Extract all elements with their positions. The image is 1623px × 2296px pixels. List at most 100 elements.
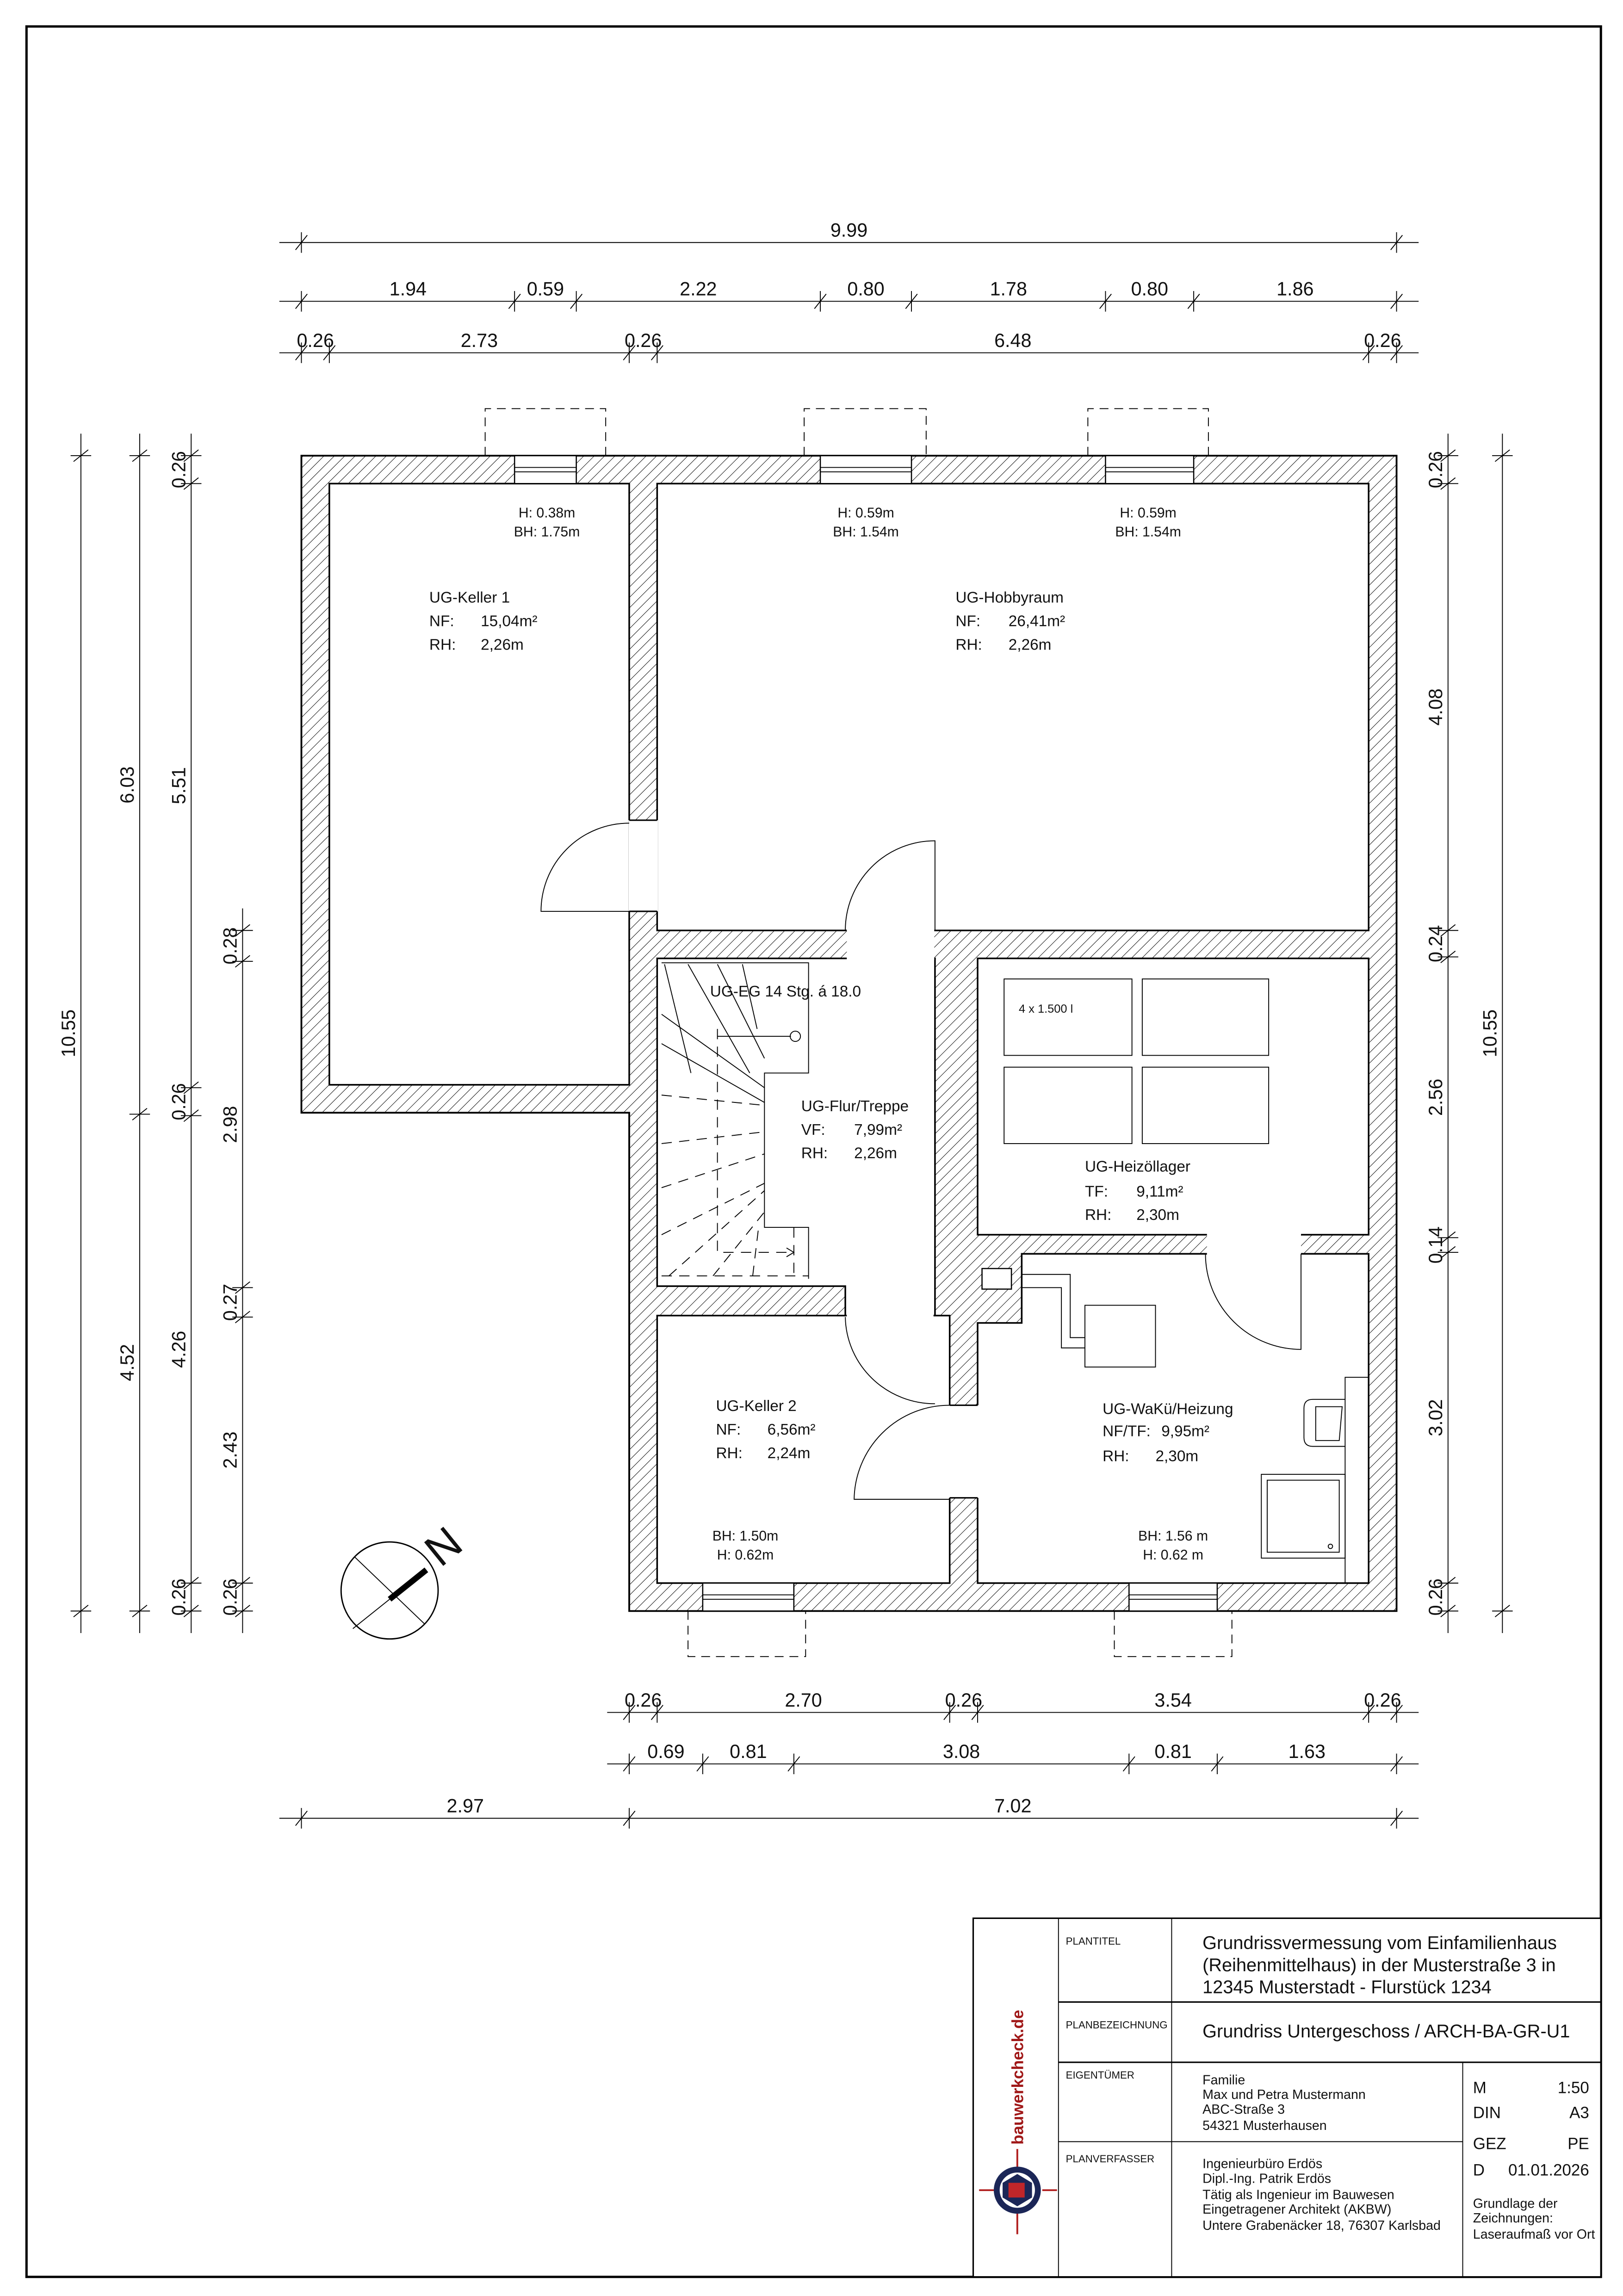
dimension-tick — [235, 924, 250, 937]
dimension-label: 0.69 — [647, 1741, 684, 1762]
door-heizoellager[interactable] — [1205, 1254, 1302, 1350]
room-label-keller-1: UG-Keller 1 NF: 15,04m² RH: 2,26m — [429, 589, 538, 654]
window-keller-2 — [688, 1582, 806, 1657]
utility-fixtures — [981, 1268, 1369, 1584]
dimension-chain: 2.97 7.02 — [279, 1795, 1419, 1829]
author-line: Dipl.-Ing. Patrik Erdös — [1202, 2171, 1331, 2186]
dimension-tick — [623, 1810, 636, 1826]
room-name: UG-Keller 1 — [429, 589, 510, 606]
area-label: VF: — [801, 1121, 825, 1139]
basis-line: Zeichnungen: — [1473, 2211, 1553, 2226]
author-line: Ingenieurbüro Erdös — [1202, 2157, 1322, 2172]
area-label: NF: — [429, 613, 454, 630]
dimension-tick — [1099, 293, 1112, 309]
area-value: 15,04m² — [481, 613, 537, 630]
dimension-tick — [1440, 477, 1456, 490]
dimension-label: 0.26 — [1364, 1690, 1401, 1711]
washbasin — [1303, 1399, 1345, 1447]
height-label: RH: — [429, 636, 456, 653]
meta-key: DIN — [1473, 2104, 1501, 2122]
dimension-chain: 10.55 — [1480, 433, 1513, 1634]
oil-tanks: 4 x 1.500 l — [1004, 978, 1270, 1144]
dimension-tick — [132, 449, 148, 462]
door-hobbyraum[interactable] — [845, 840, 935, 931]
dimension-label: 7.02 — [994, 1795, 1031, 1817]
boiler — [1084, 1305, 1156, 1368]
dimension-label: 2.97 — [447, 1795, 484, 1817]
dimension-label: 6.48 — [994, 330, 1031, 351]
door-keller-1[interactable] — [540, 823, 630, 912]
dimension-label: 4.08 — [1425, 688, 1446, 725]
room-keller-1 — [328, 483, 630, 1086]
dimension-label: 4.52 — [117, 1344, 138, 1381]
dimension-label: 0.26 — [1425, 451, 1446, 488]
stair-caption: UG-EG 14 Stg. á 18.0 — [710, 983, 861, 1000]
height-value: 2,26m — [1009, 636, 1052, 653]
staircase — [661, 962, 809, 1279]
plantitel-label: PLANTITEL — [1066, 1936, 1121, 1947]
dimension-tick — [235, 1311, 250, 1324]
dimension-label: 1.94 — [390, 278, 427, 300]
room-name: UG-WaKü/Heizung — [1103, 1401, 1233, 1418]
door-keller-2[interactable] — [845, 1317, 935, 1405]
dimension-label: 0.26 — [1425, 1578, 1446, 1615]
dimension-label: 0.26 — [1364, 330, 1401, 351]
area-value: 9,95m² — [1161, 1423, 1209, 1440]
window-waku — [1114, 1582, 1233, 1657]
room-label-heizoellager: UG-Heizöllager TF: 9,11m² RH: 2,30m — [1085, 1158, 1190, 1224]
owner-line: Max und Petra Mustermann — [1202, 2087, 1366, 2102]
owner-line: ABC-Straße 3 — [1202, 2102, 1285, 2117]
window-sill-height: BH: 1.75m — [514, 525, 580, 540]
dimension-tick — [73, 1604, 89, 1617]
meta-key: D — [1473, 2161, 1485, 2179]
area-label: NF: — [716, 1421, 741, 1438]
author-line: Eingetragener Architekt (AKBW) — [1202, 2202, 1391, 2217]
basis-line: Grundlage der — [1473, 2196, 1558, 2211]
dimension-chain: 9.99 — [279, 220, 1419, 253]
dimension-tick — [1494, 449, 1510, 462]
dimension-label: 0.59 — [527, 278, 564, 300]
dimension-label: 2.22 — [680, 278, 717, 300]
dimension-tick — [1390, 235, 1403, 250]
window-height: H: 0.59m — [1120, 505, 1176, 520]
room-heizoellager — [977, 957, 1369, 1236]
eigentuemer-label: EIGENTÜMER — [1066, 2069, 1134, 2081]
dimension-label: 0.26 — [625, 330, 662, 351]
meta-key: M — [1473, 2079, 1487, 2097]
dimension-tick — [132, 1604, 148, 1617]
author-line: Tätig als Ingenieur im Bauwesen — [1202, 2187, 1394, 2202]
shower-tray — [1261, 1473, 1346, 1559]
height-value: 2,30m — [1136, 1207, 1179, 1224]
dimension-label: 2.70 — [785, 1690, 822, 1711]
room-name: UG-Heizöllager — [1085, 1158, 1190, 1175]
dimension-chain: 6.034.52 — [117, 433, 150, 1634]
windows — [484, 408, 1233, 1657]
title-block: bauwerkcheck.de PLANTITEL Grundrissverme… — [972, 1917, 1602, 2278]
height-value: 2,26m — [854, 1145, 897, 1162]
door-waku[interactable] — [854, 1405, 950, 1500]
dimension-tick — [183, 477, 199, 490]
room-waku-heizung — [977, 1253, 1369, 1584]
owner-line: Familie — [1202, 2073, 1245, 2087]
dimension-label: 0.14 — [1425, 1226, 1446, 1263]
dimension-tick — [905, 293, 918, 309]
window-height: H: 0.38m — [519, 505, 575, 520]
dimension-tick — [1211, 1756, 1224, 1772]
dimension-tick — [235, 1281, 250, 1294]
window-height: H: 0.62m — [717, 1547, 774, 1563]
dimension-chain: 10.55 — [58, 433, 92, 1634]
dimension-tick — [183, 449, 199, 462]
dimension-label: 9.99 — [830, 220, 867, 241]
dimension-tick — [235, 1604, 250, 1617]
date-value: 01.01.2026 — [1508, 2161, 1589, 2179]
dimension-tick — [971, 1705, 984, 1720]
basis-line: Laseraufmaß vor Ort — [1473, 2227, 1595, 2242]
dimension-label: 0.81 — [1154, 1741, 1191, 1762]
dimension-label: 0.26 — [297, 330, 334, 351]
dimension-tick — [295, 235, 308, 250]
window-height: H: 0.59m — [837, 505, 894, 520]
room-label-waku-heizung: UG-WaKü/Heizung NF/TF: 9,95m² RH: 2,30m — [1103, 1401, 1233, 1465]
dimension-label: 0.80 — [847, 278, 884, 300]
